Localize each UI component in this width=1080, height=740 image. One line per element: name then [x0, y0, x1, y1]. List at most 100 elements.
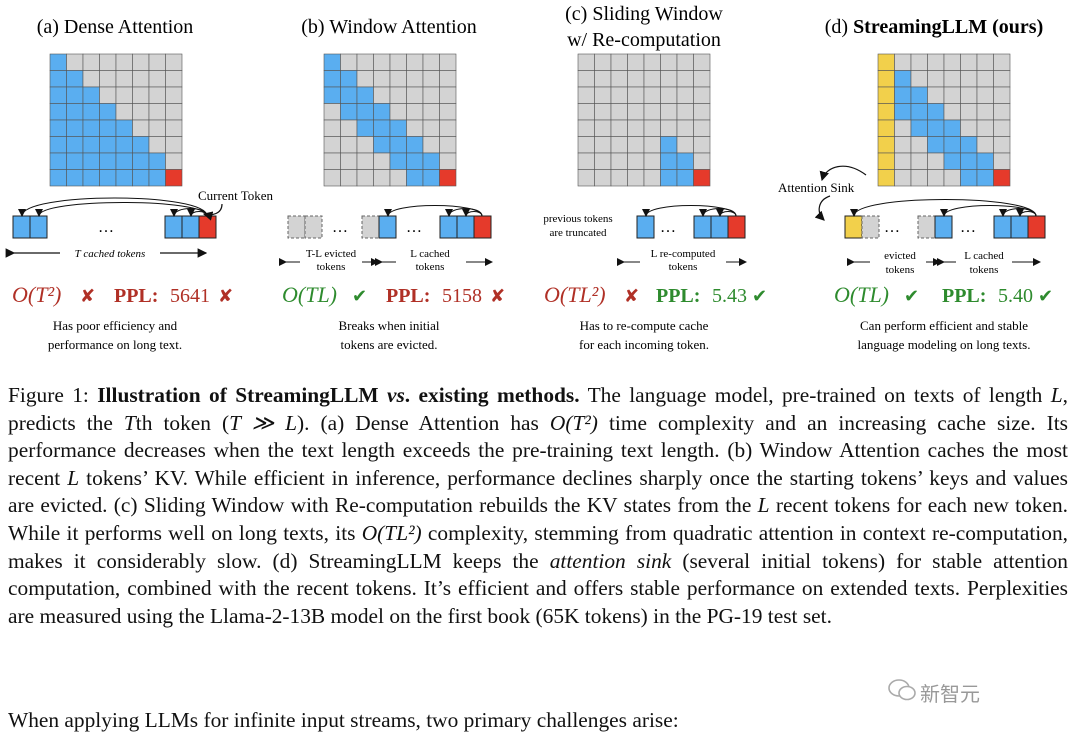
attention-cell [676, 86, 694, 104]
attention-cell [99, 119, 117, 137]
attention-cell [877, 86, 895, 104]
attention-cell [877, 169, 895, 187]
attention-cell [323, 169, 341, 187]
complexity-a: O(T²) [12, 282, 61, 307]
attention-cell [115, 53, 133, 71]
desc-c-1: Has to re-compute cache [580, 318, 709, 333]
attention-cell [115, 103, 133, 121]
attention-cell [99, 103, 117, 121]
ppl-c-label: PPL: [656, 285, 700, 307]
attention-cell [439, 70, 457, 88]
attention-cell [132, 152, 150, 170]
attention-arc [642, 205, 737, 217]
token-box [1027, 215, 1046, 239]
attention-cell [373, 70, 391, 88]
attention-cell [148, 169, 166, 187]
attention-cell [976, 136, 994, 154]
body-text: When applying LLMs for infinite input st… [8, 708, 679, 732]
attention-cell [165, 169, 183, 187]
attention-cell [877, 152, 895, 170]
attention-cell [82, 103, 100, 121]
attention-cell [927, 53, 945, 71]
ppl-c-mark: ✔ [752, 286, 767, 306]
attention-cell [693, 103, 711, 121]
attention-grid-sliding [577, 53, 711, 187]
attention-cell [66, 136, 84, 154]
attention-cell [960, 169, 978, 187]
attention-cell [99, 86, 117, 104]
attention-cell [693, 70, 711, 88]
token-box [1010, 215, 1029, 239]
attention-cell [877, 119, 895, 137]
attention-cell [132, 53, 150, 71]
attention-cell [389, 70, 407, 88]
attention-cell [439, 53, 457, 71]
attention-cell [406, 103, 424, 121]
attention-cell [894, 169, 912, 187]
attention-cell [132, 169, 150, 187]
cached-label-b2: tokens [416, 261, 445, 273]
attention-cell [66, 53, 84, 71]
attention-cell [894, 136, 912, 154]
attention-cell [993, 103, 1011, 121]
attention-cell [66, 152, 84, 170]
attention-cell [693, 119, 711, 137]
attention-cell [373, 152, 391, 170]
attention-cell [960, 86, 978, 104]
figure-caption: Figure 1: Illustration of StreamingLLM v… [8, 383, 1069, 628]
attention-cell [676, 169, 694, 187]
attention-cell [132, 136, 150, 154]
attention-cell [577, 103, 595, 121]
token-box [861, 215, 880, 239]
attention-cell [356, 136, 374, 154]
attention-cell [389, 53, 407, 71]
attention-cell [49, 119, 67, 137]
cached-label-b1: L cached [410, 248, 450, 260]
attention-cell [927, 152, 945, 170]
attention-cell [165, 53, 183, 71]
attention-cell [373, 53, 391, 71]
attention-cell [676, 53, 694, 71]
attention-cell [627, 136, 645, 154]
attention-cell [340, 53, 358, 71]
cached-label-d2: tokens [970, 264, 999, 276]
recomputed-label-1: L re-computed [651, 248, 716, 260]
panel-b-title: (b) Window Attention [301, 16, 476, 38]
attention-cell [389, 103, 407, 121]
attention-cell [389, 86, 407, 104]
attention-arc [445, 208, 483, 217]
ellipsis: … [884, 219, 900, 236]
attention-cell [594, 70, 612, 88]
attention-cell [389, 152, 407, 170]
attention-cell [82, 70, 100, 88]
attention-cell [356, 119, 374, 137]
attention-cell [943, 169, 961, 187]
attention-cell [439, 86, 457, 104]
attention-cell [148, 53, 166, 71]
attention-cell [976, 119, 994, 137]
complexity-d: O(TL) [834, 282, 889, 307]
attention-cell [422, 169, 440, 187]
attention-cell [577, 86, 595, 104]
attention-cell [165, 103, 183, 121]
attention-sink-label: Attention Sink [778, 180, 855, 195]
token-box [29, 215, 48, 239]
attention-cell [66, 86, 84, 104]
attention-cell [49, 70, 67, 88]
attention-cell [660, 53, 678, 71]
attention-cell [115, 70, 133, 88]
attention-cell [356, 169, 374, 187]
attention-cell [643, 169, 661, 187]
attention-cell [323, 86, 341, 104]
attention-cell [66, 169, 84, 187]
attention-cell [406, 119, 424, 137]
attention-cell [976, 86, 994, 104]
desc-b-1: Breaks when initial [338, 318, 439, 333]
attention-cell [422, 152, 440, 170]
attention-cell [340, 103, 358, 121]
attention-cell [323, 103, 341, 121]
ellipsis: … [98, 219, 114, 236]
token-box [378, 215, 397, 239]
attention-cell [165, 70, 183, 88]
attention-cell [910, 86, 928, 104]
